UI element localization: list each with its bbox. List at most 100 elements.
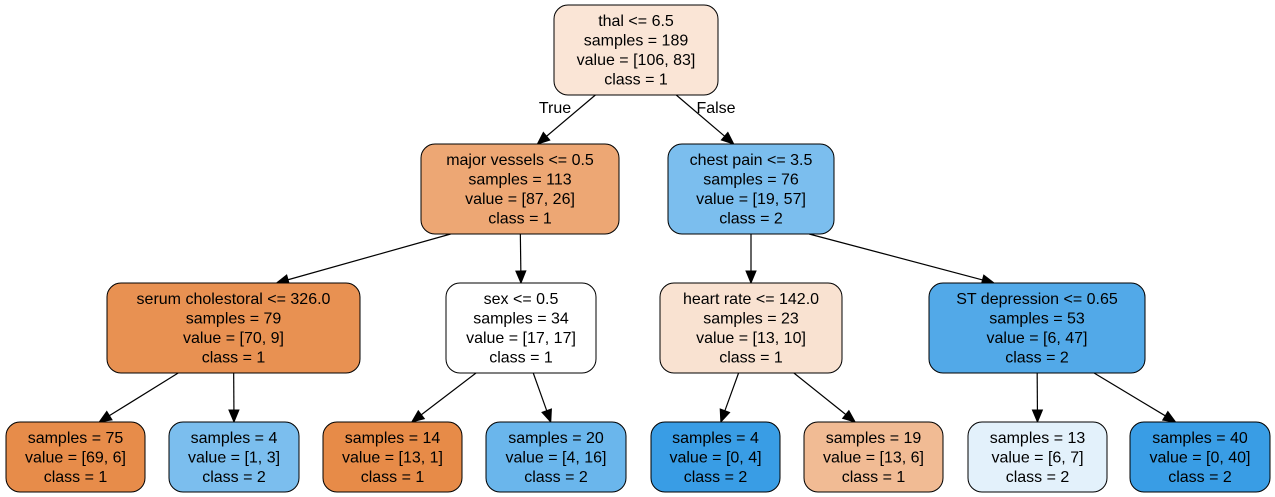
edge-arrowhead [98, 410, 113, 423]
edge-line [546, 94, 596, 137]
edge-line [109, 372, 179, 417]
node-text-line: value = [13, 10] [696, 330, 806, 347]
node-text-line: class = 1 [488, 211, 552, 228]
edge-arrowhead [515, 270, 527, 285]
node-text-line: class = 2 [524, 469, 588, 486]
node-text-line: class = 1 [44, 469, 108, 486]
node-text-line: value = [87, 26] [465, 191, 575, 208]
node-text-line: class = 2 [1168, 469, 1232, 486]
node-text-line: class = 1 [604, 72, 668, 89]
edge-line [287, 233, 451, 281]
edge-n4-n10 [532, 372, 552, 424]
node-text-line: major vessels <= 0.5 [446, 152, 594, 169]
edge-n2-n5 [745, 234, 757, 285]
node-text-line: samples = 75 [28, 430, 124, 447]
edge-line [808, 233, 983, 281]
edge-arrowhead [719, 408, 731, 424]
node-text-line: heart rate <= 142.0 [683, 291, 819, 308]
edge-label: False [696, 100, 735, 117]
node-box [420, 143, 620, 235]
node-text-line: class = 2 [202, 469, 266, 486]
node-text-line: class = 2 [719, 211, 783, 228]
node-text-line: samples = 53 [989, 311, 1085, 328]
node-text-line: class = 2 [1005, 350, 1069, 367]
node-text-line: samples = 189 [584, 33, 689, 50]
node-box [928, 282, 1146, 374]
edge-line [675, 94, 726, 137]
node-text-line: value = [17, 17] [466, 330, 576, 347]
tree-node-n10: samples = 20 value = [4, 16] class = 2 [485, 421, 627, 493]
tree-node-n3: serum cholestoral <= 326.0 samples = 79 va… [106, 282, 361, 374]
node-text-line: value = [4, 16] [506, 449, 607, 466]
edge-n2-n6 [808, 233, 996, 286]
node-box [485, 421, 627, 493]
node-text-line: samples = 76 [703, 172, 799, 189]
node-text-line: class = 1 [842, 469, 906, 486]
node-text-line: samples = 20 [508, 430, 604, 447]
node-text-line: class = 1 [719, 350, 783, 367]
tree-node-n7: samples = 75 value = [69, 6] class = 1 [5, 421, 146, 493]
node-text-line: value = [0, 4] [669, 449, 761, 466]
node-text-line: value = [13, 6] [823, 449, 924, 466]
node-text-line: value = [69, 6] [25, 449, 126, 466]
node-text-line: value = [6, 47] [987, 330, 1088, 347]
edge-n3-n7 [98, 372, 179, 423]
node-text-line: samples = 23 [703, 311, 799, 328]
node-text-line: value = [13, 1] [342, 449, 443, 466]
edge-arrowhead [841, 409, 857, 423]
edge-n0-n2: False [675, 94, 736, 145]
node-box [650, 421, 781, 493]
node-box [803, 421, 944, 493]
edge-n5-n11 [719, 372, 740, 424]
edge-arrowhead [1161, 410, 1177, 423]
edge-arrowhead [410, 409, 426, 423]
node-text-line: samples = 13 [990, 430, 1086, 447]
node-text-line: samples = 34 [473, 311, 569, 328]
node-text-line: class = 1 [489, 350, 553, 367]
node-text-line: value = [6, 7] [991, 449, 1083, 466]
edge-arrowhead [541, 408, 552, 424]
edge-arrowhead [536, 131, 551, 145]
node-text-line: value = [70, 9] [183, 330, 284, 347]
node-text-line: samples = 4 [191, 430, 278, 447]
node-text-line: value = [1, 3] [188, 449, 280, 466]
edge-n1-n3 [275, 233, 451, 286]
edge-n6-n14 [1093, 372, 1177, 423]
edge-line [724, 372, 740, 411]
edge-line [420, 372, 477, 416]
edge-n1-n4 [515, 233, 527, 285]
node-text-line: value = [0, 40] [1150, 449, 1251, 466]
edge-n0-n1: True [536, 94, 596, 145]
edge-line [793, 372, 847, 415]
tree-node-n8: samples = 4 value = [1, 3] class = 2 [168, 421, 300, 493]
node-text-line: ST depression <= 0.65 [956, 291, 1118, 308]
node-text-line: thal <= 6.5 [598, 13, 674, 30]
edge-line [1093, 372, 1166, 417]
node-box [659, 282, 843, 374]
edge-n5-n12 [793, 372, 857, 423]
node-text-line: class = 1 [202, 350, 266, 367]
edge-arrowhead [228, 409, 240, 424]
tree-node-n5: heart rate <= 142.0 samples = 23 value = [… [659, 282, 843, 374]
edge-line [532, 372, 548, 411]
node-box [106, 282, 361, 374]
edges-layer: True False [98, 94, 1177, 424]
edge-n3-n8 [228, 372, 240, 424]
edge-arrowhead [720, 131, 735, 145]
edge-arrowhead [1031, 409, 1044, 424]
node-text-line: serum cholestoral <= 326.0 [137, 291, 331, 308]
node-text-line: samples = 79 [186, 311, 282, 328]
edge-n6-n13 [1031, 372, 1044, 424]
node-box [322, 421, 463, 493]
